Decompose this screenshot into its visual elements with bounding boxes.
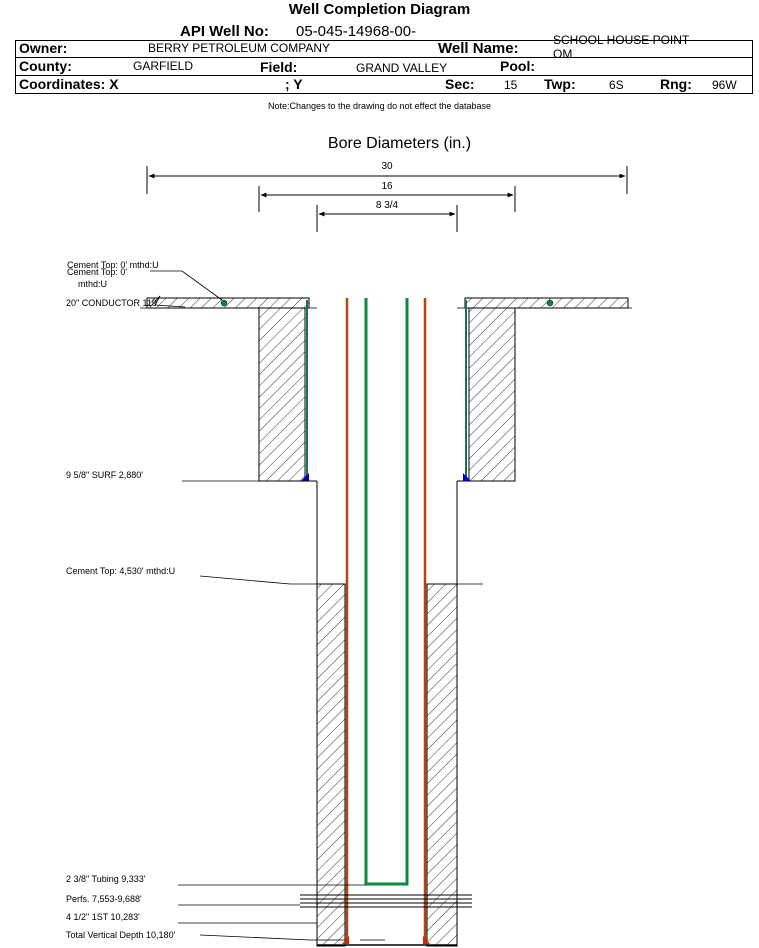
twp-value: 6S: [609, 78, 624, 92]
api-well-label: API Well No:: [180, 23, 269, 40]
owner-row: [15, 40, 753, 58]
coordinates-row: [15, 76, 753, 94]
bore-diameters-title: Bore Diameters (in.): [327, 135, 472, 152]
well-name-label: Well Name:: [438, 40, 519, 57]
diameter-label-30: 30: [381, 161, 393, 172]
rng-label: Rng:: [660, 76, 692, 92]
sec-label: Sec:: [445, 76, 475, 92]
production-shoe-right: [423, 936, 430, 944]
owner-label: Owner:: [19, 40, 68, 56]
production-cement: [290, 583, 483, 947]
database-note: Note:Changes to the drawing do not effec…: [268, 101, 491, 111]
well-name-value-2: OM: [553, 47, 573, 61]
conductor-casing: [140, 297, 632, 309]
cement-top-1-label: Cement Top: 0' mthd:U: [67, 260, 159, 270]
production-shoe-left: [342, 936, 349, 944]
perforations: [300, 894, 472, 908]
perforations-label: Perfs. 7,553-9,688': [66, 894, 142, 904]
coordinates-label: Coordinates: X: [19, 76, 119, 92]
surface-cement: [258, 300, 516, 482]
coordinates-y-label: ; Y: [285, 76, 303, 92]
conductor-label: 20" CONDUCTOR 119: [66, 298, 157, 308]
first-string-label: 4 1/2" 1ST 10,283': [66, 912, 140, 922]
county-label: County:: [19, 58, 72, 74]
owner-value: BERRY PETROLEUM COMPANY: [148, 41, 331, 55]
tubing-label: 2 3/8" Tubing 9,333': [66, 874, 146, 884]
total-depth-label: Total Vertical Depth 10,180': [66, 930, 176, 940]
pool-label: Pool:: [500, 58, 535, 74]
county-row: [15, 58, 753, 76]
well-name-value-1: SCHOOL HOUSE POINT: [553, 33, 690, 47]
county-value: GARFIELD: [133, 59, 194, 73]
rng-value: 96W: [712, 78, 737, 92]
surface-shoe-left: [301, 473, 309, 481]
cement-top-2-label: Cement Top: 0': [67, 267, 127, 277]
dimension-lines: [146, 166, 628, 232]
cement-top-2-method: mthd:U: [78, 279, 107, 289]
page-title: Well Completion Diagram: [288, 1, 471, 18]
diameter-label-8-3-4: 8 3/4: [376, 200, 399, 211]
api-well-value: 05-045-14968-00-: [296, 23, 417, 40]
field-value: GRAND VALLEY: [356, 61, 448, 75]
annotation-leaders: [149, 270, 385, 941]
diameter-label-16: 16: [381, 181, 393, 192]
surface-casing-label: 9 5/8" SURF 2,880': [66, 470, 143, 480]
field-label: Field:: [260, 59, 298, 75]
cement-top-3-label: Cement Top: 4,530' mthd:U: [66, 566, 175, 576]
sec-value: 15: [504, 78, 518, 92]
surface-shoe-right: [463, 473, 471, 481]
twp-label: Twp:: [544, 76, 576, 92]
tubing: [364, 298, 409, 886]
